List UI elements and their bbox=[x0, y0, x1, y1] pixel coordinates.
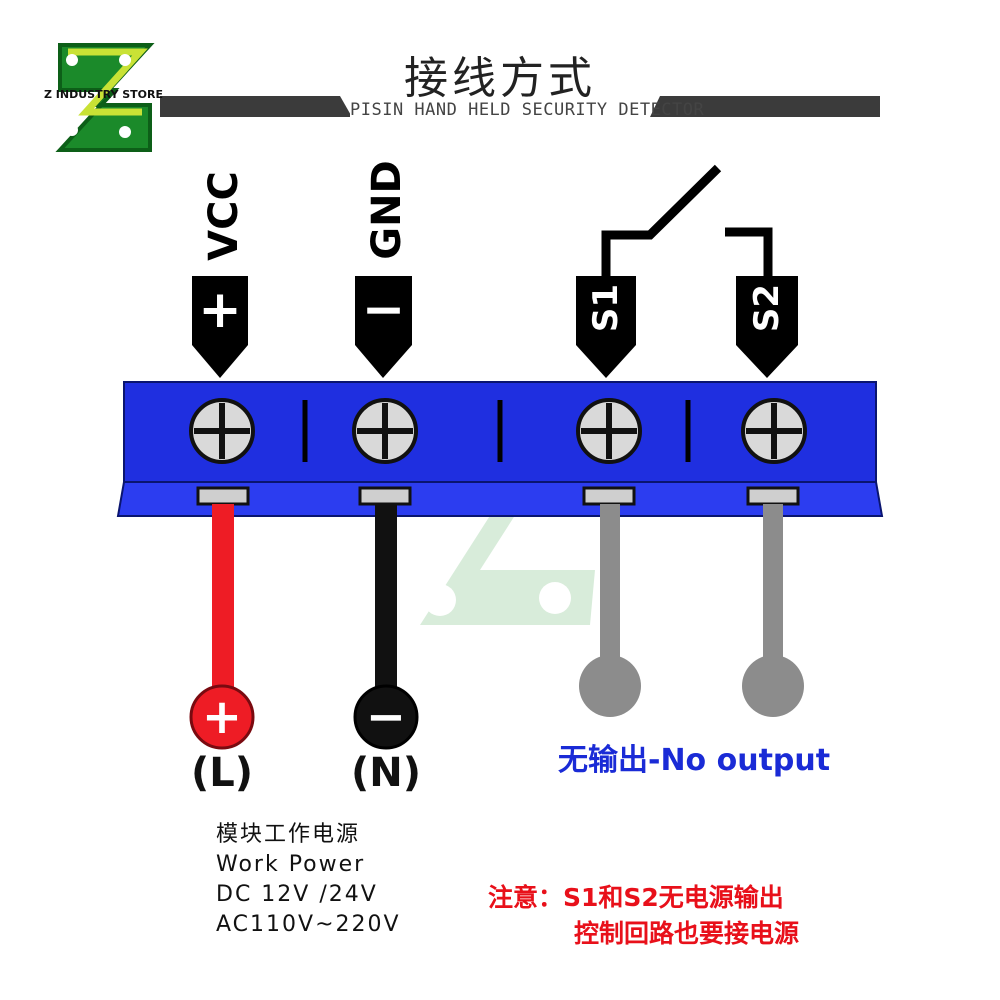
pin-symbol-minus: − bbox=[361, 280, 406, 340]
s2-wire bbox=[763, 504, 783, 664]
warning-note-line1: 注意：S1和S2无电源输出 bbox=[488, 883, 784, 912]
s2-terminal bbox=[742, 655, 804, 717]
warning-note-line2: 控制回路也要接电源 bbox=[574, 919, 800, 948]
pin-label-gnd: GND bbox=[364, 160, 410, 260]
brand-logo bbox=[55, 43, 155, 152]
switch-symbol bbox=[601, 164, 773, 276]
s1-terminal bbox=[579, 655, 641, 717]
gnd-wire bbox=[375, 504, 397, 699]
screws bbox=[189, 398, 807, 464]
header-bar-left bbox=[160, 96, 352, 117]
power-info-line: 模块工作电源 bbox=[216, 822, 361, 847]
no-output-label: 无输出-No output bbox=[558, 743, 831, 778]
page-subtitle: PISIN HAND HELD SECURITY DETECTOR bbox=[350, 100, 705, 120]
power-info-line: DC 12V /24V bbox=[216, 882, 378, 907]
pin-label-vcc: VCC bbox=[201, 171, 247, 261]
vcc-wire bbox=[212, 504, 234, 699]
wire-sockets bbox=[196, 486, 800, 506]
page-title: 接线方式 bbox=[404, 53, 596, 104]
live-symbol: + bbox=[201, 689, 243, 745]
brand-name: Z INDUSTRY STORE bbox=[44, 88, 164, 101]
pin-label-s2: S2 bbox=[747, 283, 787, 333]
power-info-line: AC110V~220V bbox=[216, 912, 401, 937]
pin-arrows bbox=[192, 276, 798, 378]
header-bar-right bbox=[650, 96, 880, 117]
neutral-symbol: − bbox=[365, 689, 407, 745]
live-terminal bbox=[189, 684, 255, 750]
live-label: (L) bbox=[190, 750, 254, 796]
power-info: 模块工作电源 Work Power DC 12V /24V AC110V~220… bbox=[216, 820, 401, 940]
pin-label-s1: S1 bbox=[586, 283, 626, 333]
pin-symbol-plus: + bbox=[198, 280, 242, 340]
neutral-label: (N) bbox=[350, 750, 422, 796]
power-info-line: Work Power bbox=[216, 852, 366, 877]
warning-note: 注意：S1和S2无电源输出 控制回路也要接电源 bbox=[488, 880, 799, 952]
s1-wire bbox=[600, 504, 620, 664]
neutral-terminal bbox=[353, 684, 419, 750]
